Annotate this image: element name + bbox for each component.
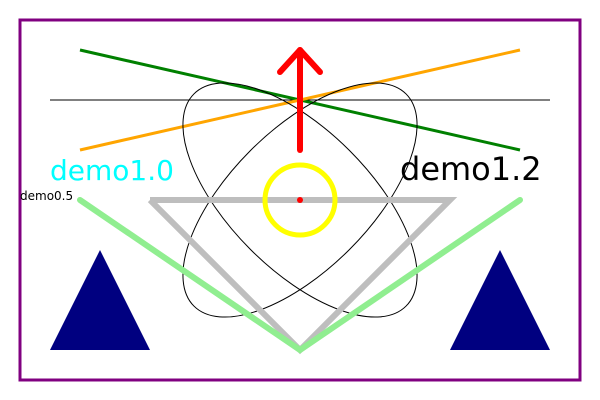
arrow-head (277, 47, 323, 75)
center-dot (297, 197, 303, 203)
left-triangle-icon (50, 250, 150, 350)
frame-rectangle (18, 18, 582, 382)
yellow-circle (262, 162, 338, 238)
lightgreen-v-shape (77, 197, 523, 354)
ellipse-tilted-right (182, 82, 418, 318)
right-triangle-icon (450, 250, 550, 350)
demo-label-black-large: demo1.2 (400, 150, 542, 188)
up-arrow-icon (277, 47, 323, 153)
ellipse-tilted-left (182, 82, 418, 318)
demo-label-cyan: demo1.0 (50, 154, 174, 187)
demo-label-small: demo0.5 (20, 189, 73, 203)
crossed-ellipses (182, 82, 418, 318)
